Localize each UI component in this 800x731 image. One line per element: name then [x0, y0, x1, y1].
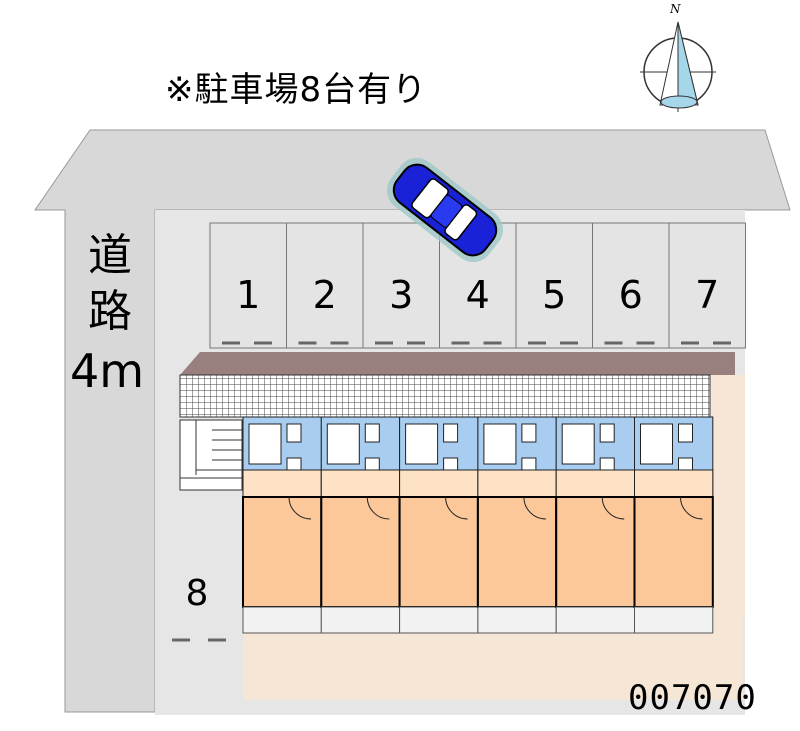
unit-fixture: [286, 423, 302, 443]
parking-stall: [362, 222, 440, 349]
door-swing: [680, 496, 703, 520]
door-swing: [445, 496, 468, 520]
parking-stall: [515, 222, 593, 349]
unit-fixture: [599, 423, 615, 443]
parking-space-label: 5: [542, 273, 566, 317]
roof-shadow: [180, 352, 735, 375]
unit-balcony: [477, 606, 557, 634]
road-label: 路: [88, 286, 132, 337]
unit-entry: [477, 469, 557, 498]
unit-fixture: [443, 423, 459, 443]
parking-space-label: 7: [695, 273, 719, 317]
unit-fixture: [248, 423, 282, 465]
unit-fixture: [405, 423, 439, 465]
compass-icon: [640, 21, 716, 112]
unit-room: [320, 496, 401, 608]
unit-room: [398, 496, 479, 608]
unit-fixture: [483, 423, 517, 465]
unit-fixture: [364, 423, 380, 443]
unit-balcony: [634, 606, 714, 634]
door-swing: [288, 496, 312, 520]
parking-space-label: 1: [236, 273, 260, 317]
door-swing: [523, 496, 546, 520]
unit-room: [555, 496, 636, 608]
corridor: [179, 374, 711, 418]
unit-entry: [634, 469, 714, 498]
parking-space-label: 3: [389, 273, 413, 317]
unit-balcony: [320, 606, 401, 634]
compass-north-label: N: [670, 2, 681, 16]
unit-fixture: [640, 423, 673, 465]
unit-entry: [242, 469, 322, 498]
unit-room: [242, 496, 323, 608]
parking-space-label: 8: [186, 573, 209, 614]
door-swing: [366, 496, 390, 520]
parking-space-label: 4: [466, 273, 490, 317]
unit-balcony: [242, 606, 322, 634]
car-icon: [386, 157, 504, 263]
parking-stall: [592, 222, 670, 349]
reference-number: 007070: [628, 678, 757, 718]
unit-fixture: [678, 423, 693, 443]
unit-entry: [399, 469, 479, 498]
unit-room: [476, 496, 558, 608]
parking-space-label: 2: [313, 273, 337, 317]
unit-balcony: [555, 606, 636, 634]
unit-balcony: [399, 606, 479, 634]
road-label: 道: [88, 230, 132, 281]
page-title: ※駐車場8台有り: [165, 70, 428, 110]
parking-space-label: 6: [619, 273, 643, 317]
stairs: [179, 419, 243, 491]
unit-fixture: [521, 423, 537, 443]
road-width-label: 4m: [70, 344, 145, 398]
unit-room: [633, 496, 714, 608]
parking-stall: [209, 222, 287, 349]
door-swing: [601, 496, 625, 520]
unit-fixture: [561, 423, 595, 465]
unit-fixture: [326, 423, 360, 465]
parking-stall: [286, 222, 364, 349]
unit-entry: [555, 469, 636, 498]
unit-entry: [320, 469, 401, 498]
parking-stall: [668, 222, 746, 349]
